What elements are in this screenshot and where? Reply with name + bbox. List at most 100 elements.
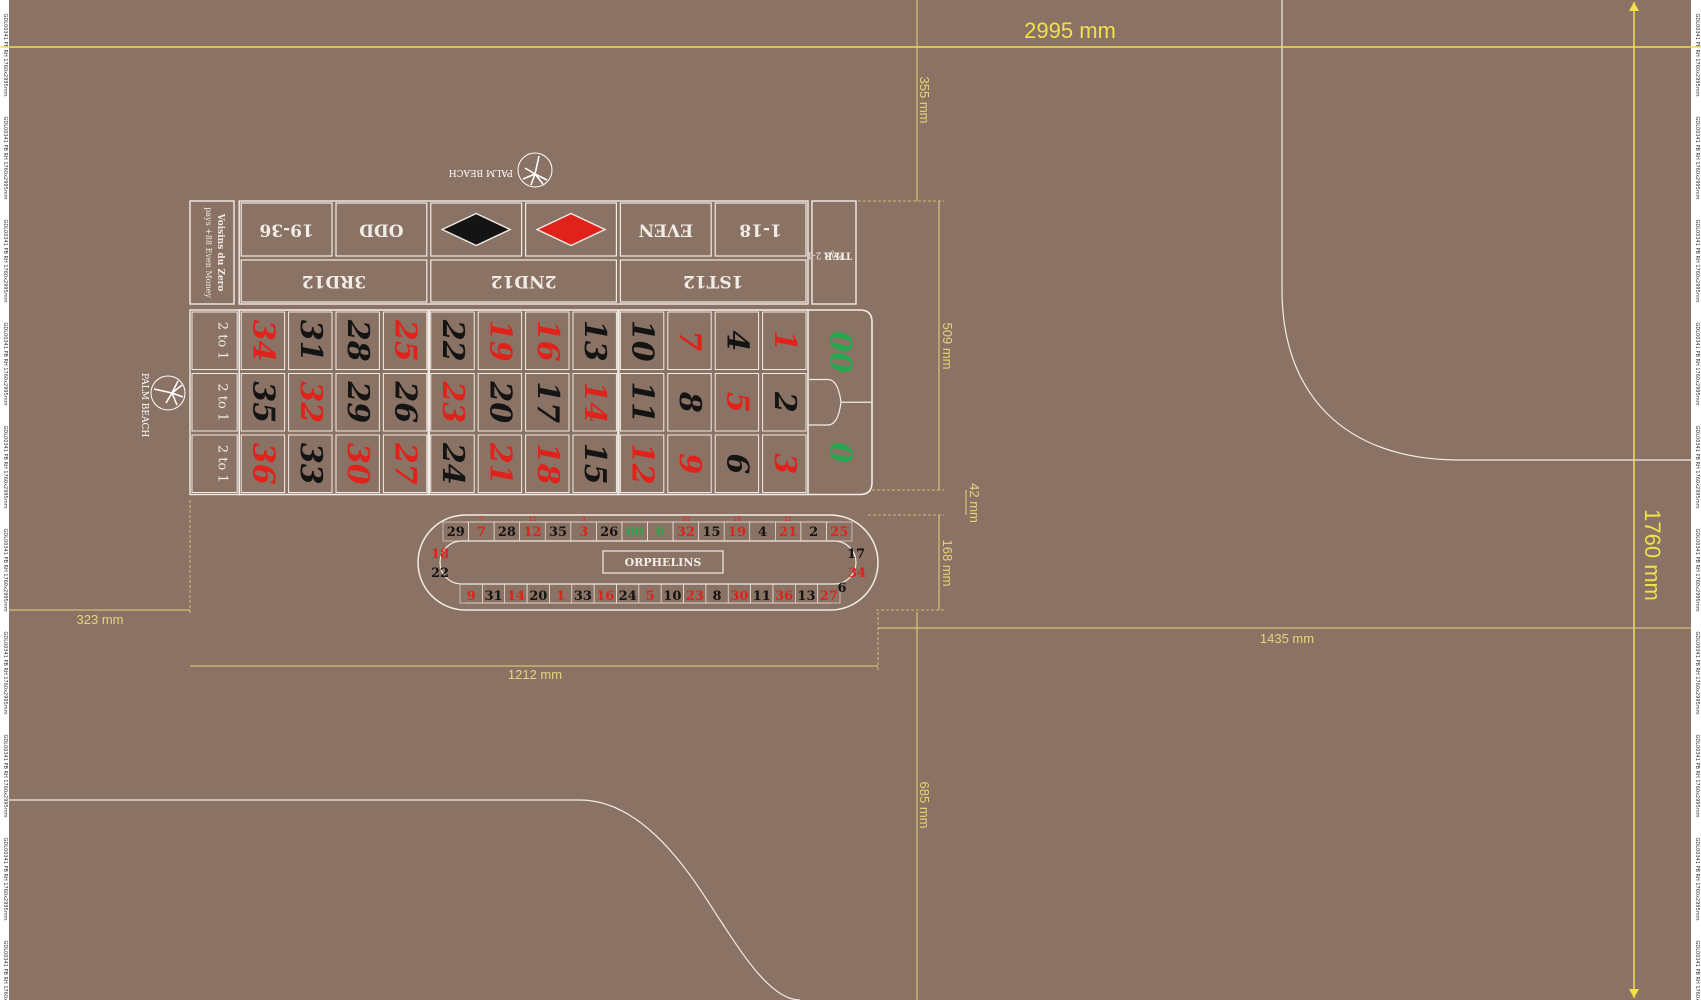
even-money-cell[interactable] — [335, 202, 428, 257]
zero-bet-cell[interactable] — [816, 427, 864, 479]
racetrack-number: 35 — [549, 525, 567, 540]
number-cell[interactable] — [240, 434, 286, 493]
number-cell[interactable] — [240, 311, 286, 370]
red-diamond — [535, 212, 607, 247]
dozen-cell[interactable] — [430, 259, 617, 303]
racetrack-number: 32 — [677, 525, 695, 540]
racetrack-number: 10 — [663, 589, 681, 604]
racetrack-index-number: 3 — [582, 516, 586, 523]
number-cell[interactable] — [430, 434, 475, 493]
number-cell[interactable] — [667, 373, 712, 432]
number-cell[interactable] — [382, 373, 428, 432]
racetrack-number: 29 — [447, 525, 465, 540]
dim-arrow-top — [1629, 2, 1639, 11]
number-cell[interactable] — [714, 311, 760, 370]
number-cell[interactable] — [762, 373, 807, 432]
racetrack-cell[interactable] — [817, 583, 841, 604]
number-cell[interactable] — [288, 311, 333, 370]
number-cell[interactable] — [572, 311, 617, 370]
even-money-cell[interactable] — [430, 202, 523, 257]
even-money-cell[interactable] — [524, 202, 617, 257]
number-label: 8 — [672, 391, 707, 413]
even-money-cell[interactable] — [619, 202, 712, 257]
number-cell[interactable] — [382, 434, 428, 493]
number-cell[interactable] — [382, 311, 428, 370]
column-bet-cell[interactable] — [191, 434, 238, 493]
racetrack-number: 4 — [758, 525, 767, 540]
number-cell[interactable] — [667, 434, 712, 493]
racetrack-number: 21 — [779, 525, 797, 540]
number-cell[interactable] — [335, 373, 380, 432]
number-cell[interactable] — [430, 373, 475, 432]
zero-label: 00 — [823, 331, 858, 373]
racetrack-number: 28 — [498, 525, 516, 540]
racetrack-number: 9 — [467, 589, 476, 604]
number-label: 4 — [719, 330, 754, 351]
number-cell[interactable] — [477, 373, 523, 432]
racetrack-cell[interactable] — [826, 521, 853, 542]
dozen-label: 3RD12 — [302, 271, 366, 291]
number-cell[interactable] — [714, 373, 760, 432]
number-label: 26 — [388, 380, 423, 423]
number-cell[interactable] — [525, 311, 570, 370]
racetrack-number: 00 — [626, 525, 644, 540]
racetrack-index-number: 19 — [733, 516, 741, 523]
even-money-label: 1-18 — [739, 220, 782, 240]
number-cell[interactable] — [430, 311, 475, 370]
number-cell[interactable] — [477, 434, 523, 493]
racetrack-number: 3 — [579, 525, 588, 540]
number-cell[interactable] — [525, 434, 570, 493]
number-cell[interactable] — [240, 373, 286, 432]
orphelins-bet-cell[interactable] — [602, 550, 724, 574]
number-cell[interactable] — [572, 373, 617, 432]
number-cell[interactable] — [335, 434, 380, 493]
dozen-cell[interactable] — [619, 259, 807, 303]
number-cell[interactable] — [477, 311, 523, 370]
racetrack-index-number: 32 — [682, 516, 690, 523]
racetrack-number: 1 — [556, 589, 565, 604]
number-cell[interactable] — [525, 373, 570, 432]
even-money-label: ODD — [359, 220, 404, 240]
number-cell[interactable] — [667, 311, 712, 370]
racetrack-number: 12 — [523, 525, 541, 540]
number-cell[interactable] — [762, 434, 807, 493]
edge-strip-label: GDL00341 PB RH 1760x2995mm — [1694, 425, 1700, 508]
voisins-label: Voisins du Zero — [215, 213, 225, 292]
column-bet-label: 2 to 1 — [215, 383, 230, 421]
voisins-bet-cell[interactable] — [189, 200, 235, 305]
number-cell[interactable] — [619, 311, 665, 370]
racetrack-number: 0 — [656, 525, 665, 540]
edge-strip-label: GDL00341 PB RH 1760x2995mm — [1694, 322, 1700, 405]
number-cell[interactable] — [572, 434, 617, 493]
column-bet-label: 2 to 1 — [215, 322, 230, 360]
number-cell[interactable] — [619, 434, 665, 493]
tier-bet-cell[interactable] — [811, 200, 857, 305]
dim-label-track-height: 168 mm — [940, 540, 955, 587]
edge-strip-label: GDL00341 PB RH 1760x2995mm — [2, 425, 8, 508]
even-money-cell[interactable] — [714, 202, 807, 257]
dim-label-overall-height: 1760 mm — [1640, 509, 1665, 601]
number-cell[interactable] — [762, 311, 807, 370]
number-label: 24 — [435, 442, 470, 485]
number-cell[interactable] — [288, 434, 333, 493]
number-label: 27 — [388, 442, 423, 485]
zero-bet-cell[interactable] — [816, 326, 864, 378]
palm-beach-logo-left-text: PALM BEACH — [139, 373, 149, 437]
number-cell[interactable] — [335, 311, 380, 370]
column-bet-cell[interactable] — [191, 311, 238, 370]
even-money-label: EVEN — [638, 220, 693, 240]
number-label: 32 — [293, 381, 328, 423]
number-label: 11 — [625, 381, 660, 423]
palm-beach-logo-top: PALM BEACH — [449, 152, 553, 188]
dozen-label: 1ST12 — [683, 271, 743, 291]
number-cell[interactable] — [288, 373, 333, 432]
dozen-cell[interactable] — [240, 259, 428, 303]
number-cell[interactable] — [714, 434, 760, 493]
racetrack-number: 11 — [753, 589, 771, 604]
number-cell[interactable] — [619, 373, 665, 432]
number-label: 35 — [245, 381, 280, 423]
number-label: 13 — [577, 320, 612, 362]
even-money-cell[interactable] — [240, 202, 333, 257]
column-bet-cell[interactable] — [191, 373, 238, 432]
